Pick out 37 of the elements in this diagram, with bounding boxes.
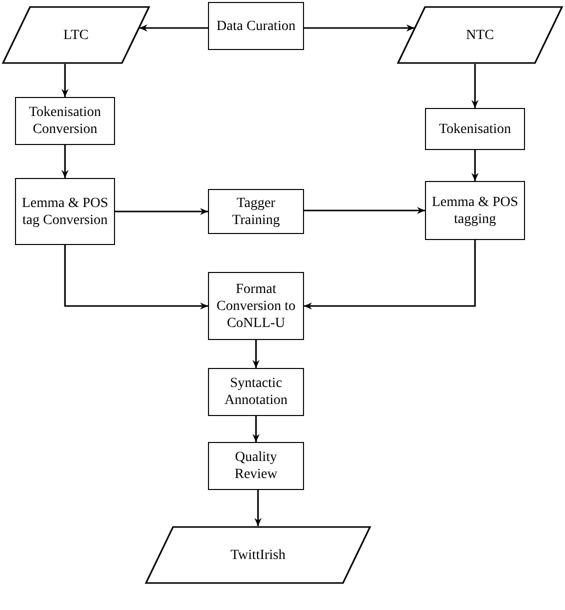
arrow (304, 24, 414, 32)
arrow (254, 490, 262, 526)
arrow (61, 64, 69, 97)
arrow (252, 416, 260, 442)
box-label: Data Curation (216, 18, 296, 34)
process-box (208, 442, 304, 490)
process-box (425, 108, 525, 150)
data-parallelogram (145, 526, 371, 584)
box-label: Tokenisation Conversion (28, 104, 102, 138)
arrow (304, 240, 476, 310)
box-label: TwittIrish (229, 546, 286, 564)
box-label: Quality Review (234, 449, 278, 483)
arrow (252, 340, 260, 368)
box-label: LTC (62, 26, 90, 44)
process-box (208, 2, 304, 50)
arrow (471, 150, 479, 181)
data-parallelogram (397, 6, 563, 64)
process-box (15, 97, 115, 145)
box-label: Format Conversion to CoNLL-U (216, 280, 296, 332)
arrow (64, 245, 208, 310)
process-box (208, 189, 304, 234)
arrow (115, 208, 208, 216)
arrow (61, 145, 69, 178)
arrow (139, 24, 208, 32)
process-box (425, 181, 525, 240)
box-label: NTC (465, 26, 495, 44)
box-label: Tagger Training (231, 194, 281, 228)
box-label: Syntactic Annotation (224, 375, 288, 409)
data-parallelogram (2, 6, 150, 64)
process-box (208, 368, 304, 416)
arrow (304, 206, 425, 214)
box-label: Tokenisation (438, 120, 512, 138)
arrow (471, 64, 479, 108)
box-label: Lemma & POS tagging (430, 194, 520, 228)
box-label: Lemma & POS tag Conversion (20, 194, 110, 228)
process-box (208, 272, 304, 340)
process-box (15, 178, 115, 245)
